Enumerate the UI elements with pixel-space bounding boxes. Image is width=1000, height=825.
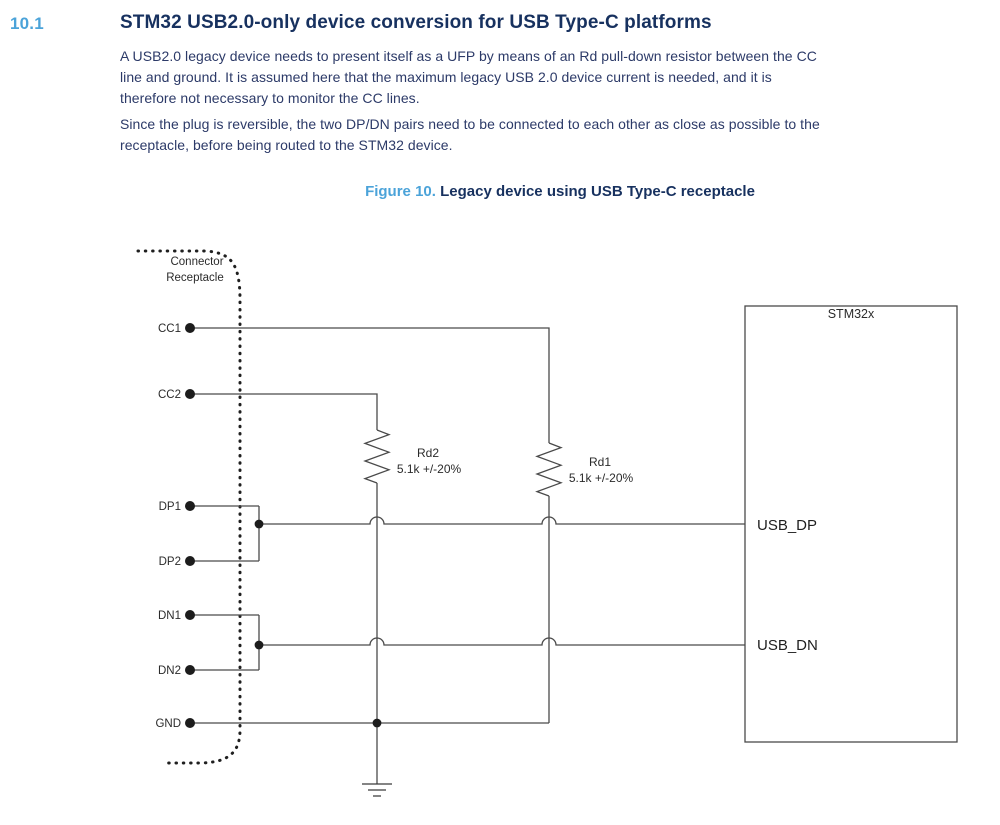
figure-caption-number: Figure 10. [365,183,436,200]
section-title: STM32 USB2.0-only device conversion for … [120,12,712,33]
text-line: line and ground. It is assumed here that… [120,69,772,85]
figure-caption-text: Legacy device using USB Type-C receptacl… [435,183,755,200]
usb-dp-wire [259,516,745,525]
port-label-usb-dp: USB_DP [757,517,817,534]
pin-label-dn2: DN2 [158,665,181,677]
pin-label-cc1: CC1 [158,323,181,335]
paragraph-2: Since the plug is reversible, the two DP… [120,114,820,156]
receptacle-boundary-dotted-line [136,249,242,765]
resistor-rd2-value: 5.1k +/-20% [397,462,462,476]
dn-junction-dot [254,640,264,650]
text-line: therefore not necessary to monitor the C… [120,90,420,106]
cc2-pin-dot [185,389,195,399]
dn2-pin-dot [185,665,195,675]
section-number: 10.1 [10,14,44,33]
dp-pair-wires [190,505,260,562]
pin-label-gnd: GND [155,718,181,730]
ground-symbol [362,783,392,797]
resistor-rd1-name: Rd1 [589,455,611,469]
usb-dn-wire [259,637,745,646]
resistor-rd1-symbol [535,442,563,497]
dn1-pin-dot [185,610,195,620]
chip-label: STM32x [828,307,875,321]
stm32-chip-box [744,305,958,743]
pin-label-cc2: CC2 [158,389,181,401]
connector-label-line2: Receptacle [166,272,224,284]
paragraph-1: A USB2.0 legacy device needs to present … [120,46,817,109]
port-label-usb-dn: USB_DN [757,637,818,654]
text-line: receptacle, before being routed to the S… [120,137,453,153]
dp1-pin-dot [185,501,195,511]
cc2-wire [190,393,378,430]
dp2-pin-dot [185,556,195,566]
figure-caption: Figure 10. Legacy device using USB Type-… [120,183,1000,200]
pin-label-dp1: DP1 [159,501,181,513]
connector-label-line1: Connector [170,256,223,268]
gnd-junction-dot [372,718,382,728]
dn-pair-wires [190,614,260,671]
cc1-wire [190,327,550,443]
gnd-pin-dot [185,718,195,728]
text-line: Since the plug is reversible, the two DP… [120,116,820,132]
resistor-rd2-symbol [363,429,391,484]
resistor-rd1-value: 5.1k +/-20% [569,471,634,485]
dp-junction-dot [254,519,264,529]
cc1-pin-dot [185,323,195,333]
text-line: A USB2.0 legacy device needs to present … [120,48,817,64]
pin-label-dp2: DP2 [159,556,181,568]
resistor-rd2-name: Rd2 [417,446,439,460]
pin-label-dn1: DN1 [158,610,181,622]
